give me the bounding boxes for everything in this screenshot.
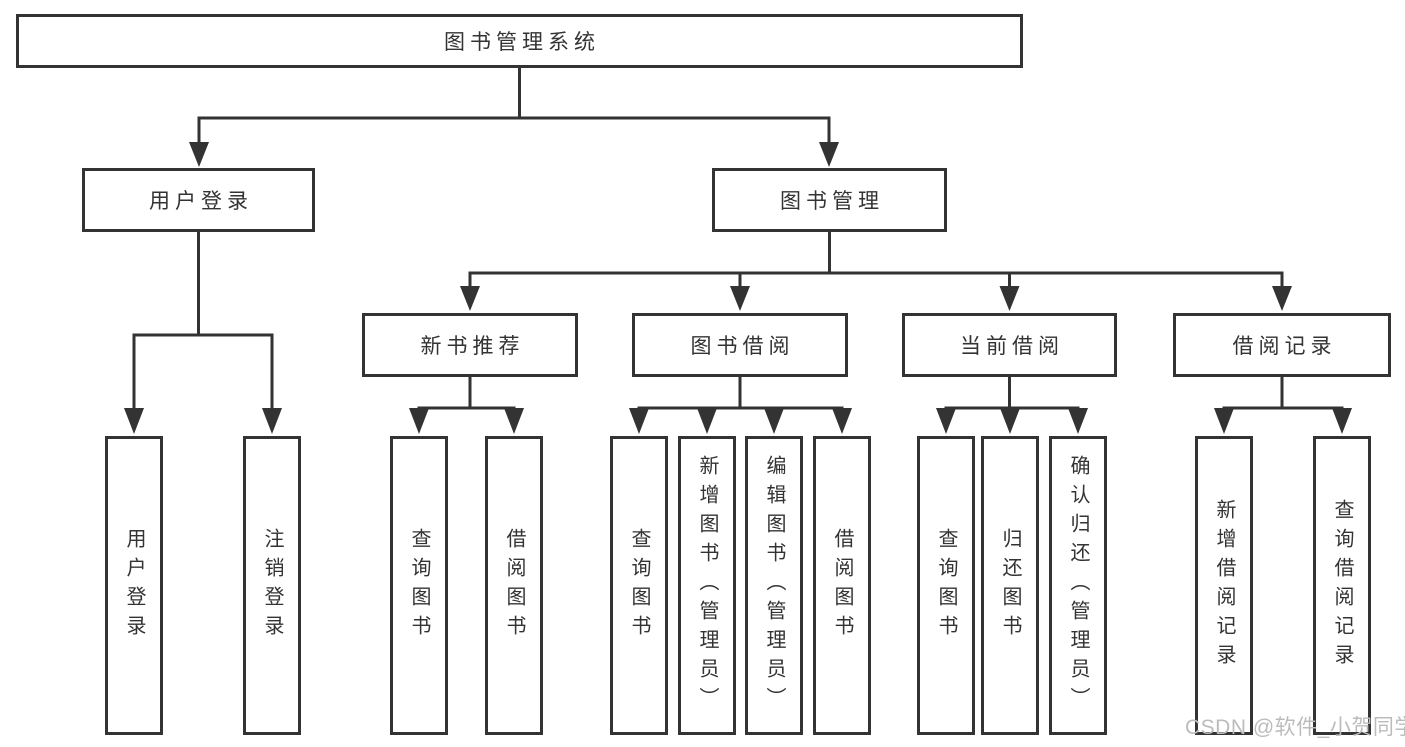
node-user-login-label: 用户登录 bbox=[149, 190, 253, 213]
connector-records-to-leaves bbox=[1222, 375, 1344, 410]
leaf-newbooks-query-books-label: 查询图书 bbox=[408, 527, 430, 644]
connector-userlogin-to-leaves bbox=[132, 230, 274, 412]
leaf-newbooks-query-books: 查询图书 bbox=[390, 436, 448, 735]
node-root-library-system: 图书管理系统 bbox=[16, 14, 1023, 68]
node-book-borrow-label: 图书借阅 bbox=[690, 335, 795, 358]
node-book-management-label: 图书管理 bbox=[780, 190, 884, 213]
node-borrow-records-label: 借阅记录 bbox=[1232, 335, 1337, 358]
leaf-borrow-edit-books-admin-label: 编辑图书（管理员） bbox=[763, 455, 785, 716]
leaf-borrow-borrow-books: 借阅图书 bbox=[813, 436, 871, 735]
node-current-borrow-label: 当前借阅 bbox=[960, 335, 1064, 358]
leaf-logout-label: 注销登录 bbox=[261, 527, 283, 644]
leaf-borrow-add-books-admin: 新增图书（管理员） bbox=[678, 436, 736, 735]
leaf-records-query-record: 查询借阅记录 bbox=[1313, 436, 1371, 735]
leaf-current-return-books: 归还图书 bbox=[981, 436, 1039, 735]
connector-root-to-level2 bbox=[197, 66, 831, 146]
connector-bookmgmt-to-level3 bbox=[468, 230, 1284, 290]
leaf-borrow-borrow-books-label: 借阅图书 bbox=[831, 527, 853, 644]
leaf-borrow-edit-books-admin: 编辑图书（管理员） bbox=[745, 436, 803, 735]
connector-currentborrow-to-leaves bbox=[944, 375, 1080, 412]
node-new-book-recommend-label: 新书推荐 bbox=[420, 335, 525, 358]
node-book-management: 图书管理 bbox=[712, 168, 947, 232]
node-borrow-records: 借阅记录 bbox=[1173, 313, 1391, 377]
leaf-records-query-record-label: 查询借阅记录 bbox=[1331, 498, 1353, 673]
csdn-watermark: CSDN @软件_小贺同学 bbox=[1185, 716, 1405, 739]
connector-bookborrow-to-leaves bbox=[637, 375, 844, 412]
leaf-current-confirm-return-admin-label: 确认归还（管理员） bbox=[1067, 455, 1089, 716]
leaf-borrow-query-books: 查询图书 bbox=[610, 436, 668, 735]
leaf-current-query-books-label: 查询图书 bbox=[935, 527, 957, 644]
leaf-user-login-label: 用户登录 bbox=[123, 527, 145, 644]
node-root-label: 图书管理系统 bbox=[444, 31, 600, 54]
leaf-borrow-query-books-label: 查询图书 bbox=[628, 527, 650, 644]
node-new-book-recommend: 新书推荐 bbox=[362, 313, 578, 377]
leaf-user-login: 用户登录 bbox=[105, 436, 163, 735]
leaf-records-add-record-label: 新增借阅记录 bbox=[1213, 498, 1235, 673]
node-book-borrow: 图书借阅 bbox=[632, 313, 848, 377]
leaf-current-confirm-return-admin: 确认归还（管理员） bbox=[1049, 436, 1107, 735]
leaf-borrow-add-books-admin-label: 新增图书（管理员） bbox=[696, 455, 718, 716]
connector-newbooks-to-leaves bbox=[417, 375, 516, 410]
node-current-borrow: 当前借阅 bbox=[902, 313, 1117, 377]
leaf-logout: 注销登录 bbox=[243, 436, 301, 735]
node-user-login: 用户登录 bbox=[82, 168, 315, 232]
leaf-records-add-record: 新增借阅记录 bbox=[1195, 436, 1253, 735]
leaf-current-return-books-label: 归还图书 bbox=[999, 527, 1021, 644]
leaf-newbooks-borrow-books: 借阅图书 bbox=[485, 436, 543, 735]
leaf-newbooks-borrow-books-label: 借阅图书 bbox=[503, 527, 525, 644]
leaf-current-query-books: 查询图书 bbox=[917, 436, 975, 735]
